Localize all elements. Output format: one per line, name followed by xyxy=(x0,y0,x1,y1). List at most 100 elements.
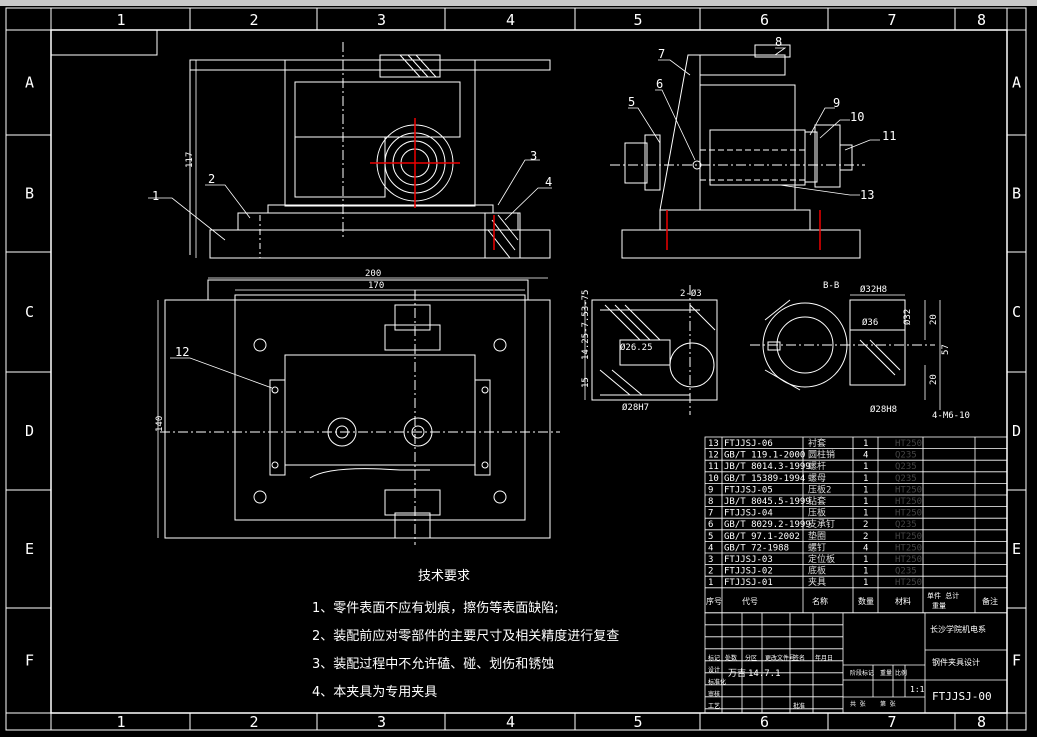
title-block-label: 共 张 xyxy=(850,700,866,708)
bom-code: FTJJSJ-05 xyxy=(724,485,773,495)
bom-qty: 1 xyxy=(863,439,868,449)
col-label-top: 1 xyxy=(117,11,126,29)
bom-qty: 4 xyxy=(863,451,868,461)
row-label-left: D xyxy=(25,422,34,440)
bom-material: HT250 xyxy=(895,543,922,553)
design-date: 14.7.1 xyxy=(748,669,781,679)
callout-13: 13 xyxy=(860,188,874,202)
title-block-label: 第 张 xyxy=(880,700,896,708)
bom-code: FTJJSJ-03 xyxy=(724,555,773,565)
bom-material: Q235 xyxy=(895,474,917,484)
dim-170: 170 xyxy=(368,281,384,291)
callout-2: 2 xyxy=(208,172,215,186)
bom-no: 1 xyxy=(708,578,713,588)
bom-code: FTJJSJ-04 xyxy=(724,509,773,519)
bom-code: GB/T 97.1-2002 xyxy=(724,532,800,542)
section-bb-label: B-B xyxy=(823,281,839,291)
callout-8: 8 xyxy=(775,35,782,49)
bom-qty: 4 xyxy=(863,543,868,553)
title-block-label: 签名 xyxy=(793,654,805,662)
bom-header-name: 名称 xyxy=(812,596,828,606)
bom-name: 螺母 xyxy=(808,473,826,484)
bom-no: 5 xyxy=(708,532,713,542)
row-label-left: C xyxy=(25,303,34,321)
bom-header-no: 序号 xyxy=(706,596,722,606)
bom-qty: 1 xyxy=(863,509,868,519)
bom-header-code: 代号 xyxy=(742,596,758,606)
leader-lines xyxy=(148,47,880,389)
dim-140: 140 xyxy=(155,416,165,432)
bom-name: 压板2 xyxy=(808,483,831,495)
bom-no: 9 xyxy=(708,485,713,495)
bom-name: 衬套 xyxy=(808,437,826,449)
bom-header-qty: 数量 xyxy=(858,596,874,606)
bom-material: HT250 xyxy=(895,509,922,519)
bom-code: JB/T 8014.3-1999 xyxy=(724,462,811,472)
callout-9: 9 xyxy=(833,96,840,110)
tech-item-4: 4、本夹具为专用夹具 xyxy=(312,685,438,700)
dim-117: 117 xyxy=(185,152,195,168)
side-view xyxy=(621,44,861,259)
bom-name: 垫圈 xyxy=(808,530,826,542)
bom-code: FTJJSJ-01 xyxy=(724,578,773,588)
callout-12: 12 xyxy=(175,345,189,359)
row-label-right: F xyxy=(1012,652,1021,670)
dim-d32: Ø32 xyxy=(902,309,913,325)
row-label-left: F xyxy=(25,652,34,670)
dimension-lines xyxy=(157,60,941,538)
bom-qty: 1 xyxy=(863,485,868,495)
callout-1: 1 xyxy=(152,189,159,203)
title-block-label: 审核 xyxy=(708,690,720,698)
col-label-top: 7 xyxy=(888,11,897,29)
bom-no: 6 xyxy=(708,520,713,530)
col-label-bottom: 2 xyxy=(250,713,259,731)
bom-name: 夹具 xyxy=(808,576,826,588)
tech-item-1: 1、零件表面不应有划痕，擦伤等表面缺陷; xyxy=(312,601,559,616)
bom-qty: 1 xyxy=(863,474,868,484)
bom-qty: 1 xyxy=(863,497,868,507)
bom-qty: 2 xyxy=(863,520,868,530)
tech-item-2: 2、装配前应对零部件的主要尺寸及相关精度进行复查 xyxy=(312,629,620,644)
front-view xyxy=(189,54,551,259)
front-view-axis xyxy=(259,42,344,258)
callout-10: 10 xyxy=(850,110,864,124)
title-block-label: 年月日 xyxy=(815,654,833,662)
dim-14: 14.25-7.53-75 xyxy=(581,290,591,360)
designer: 万吉 xyxy=(728,668,746,679)
bom-material: HT250 xyxy=(895,485,922,495)
title-block-label: 分区 xyxy=(745,654,757,662)
bom-name: 定位板 xyxy=(808,553,835,565)
bom-name: 螺钉 xyxy=(808,542,826,553)
callout-5: 5 xyxy=(628,95,635,109)
bom-no: 12 xyxy=(708,451,719,461)
title-block-label: 重量 xyxy=(880,669,892,677)
tech-title: 技术要求 xyxy=(418,569,471,584)
title-block-label: 批准 xyxy=(793,702,805,710)
bom-name: 底板 xyxy=(808,565,826,577)
col-label-bottom: 6 xyxy=(760,713,769,731)
bom-material: Q235 xyxy=(895,451,917,461)
row-label-left: A xyxy=(25,74,34,92)
bom-name: 支承钉 xyxy=(808,518,835,530)
bom-no: 4 xyxy=(708,543,713,553)
bom-code: JB/T 8045.5-1999 xyxy=(724,497,811,507)
drawing-number: FTJJSJ-00 xyxy=(932,690,992,703)
drawing-name: 钢件夹具设计 xyxy=(932,657,980,667)
col-label-bottom: 1 xyxy=(117,713,126,731)
bom-code: GB/T 119.1-2000 xyxy=(724,451,805,461)
bom-qty: 1 xyxy=(863,462,868,472)
dim-d26: Ø26.25 xyxy=(620,342,653,353)
callout-7: 7 xyxy=(658,47,665,61)
row-label-right: E xyxy=(1012,540,1021,558)
front-view-centerlines xyxy=(370,118,495,250)
row-label-left: E xyxy=(25,540,34,558)
toolbar-strip xyxy=(0,0,1037,6)
top-view xyxy=(164,279,551,539)
callout-4: 4 xyxy=(545,175,552,189)
bom-qty: 1 xyxy=(863,578,868,588)
dim-d28h8: Ø28H8 xyxy=(870,404,897,415)
school-name: 长沙学院机电系 xyxy=(930,624,986,634)
